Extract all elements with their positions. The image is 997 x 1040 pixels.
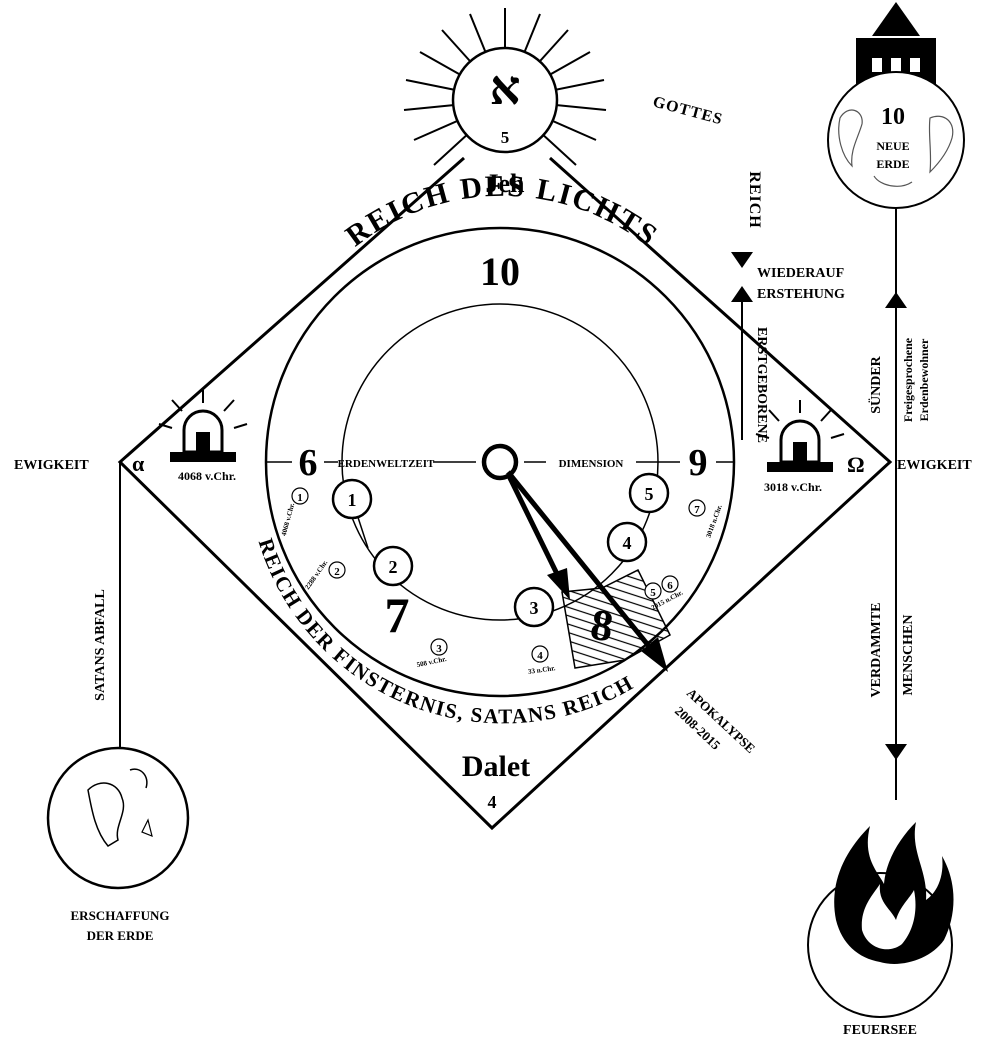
light-number: 10 <box>480 249 520 294</box>
svg-text:4: 4 <box>537 650 543 662</box>
svg-text:5: 5 <box>645 484 654 504</box>
date-marker-7: 7 3018 n.Chr. <box>689 500 724 539</box>
satans-abfall-label: SATANS ABFALL <box>93 589 108 701</box>
svg-text:33 n.Chr.: 33 n.Chr. <box>528 664 557 676</box>
svg-text:3018 n.Chr.: 3018 n.Chr. <box>704 503 723 538</box>
new-earth-number: 10 <box>881 104 905 130</box>
svg-text:2288 v.Chr.: 2288 v.Chr. <box>303 559 329 591</box>
erstehung-label: ERSTEHUNG <box>757 287 845 302</box>
node-5: 5 <box>630 474 668 512</box>
date-marker-5-6: 5 6 2015 n.Chr. <box>645 576 684 612</box>
erdenweltzeit-label: ERDENWELTZEIT <box>338 458 435 470</box>
dimension-label: DIMENSION <box>559 458 624 470</box>
date-marker-2: 2 2288 v.Chr. <box>303 559 345 591</box>
alpha-symbol: α <box>132 451 145 476</box>
erdenbewohner-label: Erdenbewohner <box>917 338 931 421</box>
wiederauf-label: WIEDERAUF <box>757 266 844 281</box>
firstborn-arrow <box>731 286 753 440</box>
siren-lamp-left-icon <box>159 390 247 462</box>
gottes-reich-arrow <box>731 252 753 268</box>
erde-label: ERDE <box>876 157 909 171</box>
svg-text:1: 1 <box>297 492 303 504</box>
der-erde-label: DER ERDE <box>87 928 154 943</box>
left-year-label: 4068 v.Chr. <box>178 469 236 483</box>
node-4: 4 <box>608 523 646 561</box>
erstgeborene-label: ERSTGEBORENE <box>754 327 769 443</box>
gottes-label: GOTTES <box>651 93 725 128</box>
svg-text:3: 3 <box>530 598 539 618</box>
feuersee-label: FEUERSEE <box>843 1023 917 1038</box>
reich-label: REICH <box>746 171 763 228</box>
dalet-label: Dalet <box>462 750 530 783</box>
date-marker-3: 3 508 v.Chr. <box>416 639 448 669</box>
crescent-moon-icon <box>461 842 552 1020</box>
dalet-number: 4 <box>488 792 497 812</box>
node-2: 2 <box>374 547 412 585</box>
svg-text:4068 v.Chr.: 4068 v.Chr. <box>280 502 297 537</box>
globe-icon <box>48 748 188 888</box>
svg-text:2: 2 <box>389 557 398 577</box>
sinners-arrow-head <box>885 292 907 308</box>
axis-right-number: 9 <box>689 442 708 484</box>
freigesprochene-label: Freigesprochene <box>901 337 915 422</box>
sunder-label: SÜNDER <box>867 355 884 413</box>
damned-arrow-head <box>885 744 907 760</box>
svg-text:4: 4 <box>623 533 632 553</box>
node-3: 3 <box>515 588 553 626</box>
date-marker-4: 4 33 n.Chr. <box>528 646 557 676</box>
aleph-number: 5 <box>501 128 510 147</box>
svg-text:5: 5 <box>650 587 656 599</box>
svg-text:508 v.Chr.: 508 v.Chr. <box>416 655 448 669</box>
left-ewigkeit-label: EWIGKEIT <box>14 458 89 473</box>
verdammte-label: VERDAMMTE <box>869 603 884 698</box>
svg-text:1: 1 <box>348 490 357 510</box>
right-year-label: 3018 v.Chr. <box>764 480 822 494</box>
svg-text:6: 6 <box>667 580 673 592</box>
right-ewigkeit-label: EWIGKEIT <box>897 458 972 473</box>
axis-left-number: 6 <box>299 442 318 484</box>
neue-label: NEUE <box>876 139 909 153</box>
date-marker-1: 1 4068 v.Chr. <box>280 488 308 537</box>
sector-seven: 7 <box>385 587 410 643</box>
flame-icon <box>808 822 954 1017</box>
aleph-letter: א <box>490 62 521 115</box>
node-1: 1 <box>333 480 371 518</box>
svg-text:7: 7 <box>694 504 700 516</box>
erschaffung-label: ERSCHAFFUNG <box>71 908 170 923</box>
svg-text:3: 3 <box>436 643 442 655</box>
svg-text:2: 2 <box>334 566 340 578</box>
reich-des-lichts-title: REICH DES LICHTS <box>340 170 665 253</box>
omega-symbol: Ω <box>847 452 865 477</box>
menschen-label: MENSCHEN <box>901 615 916 696</box>
